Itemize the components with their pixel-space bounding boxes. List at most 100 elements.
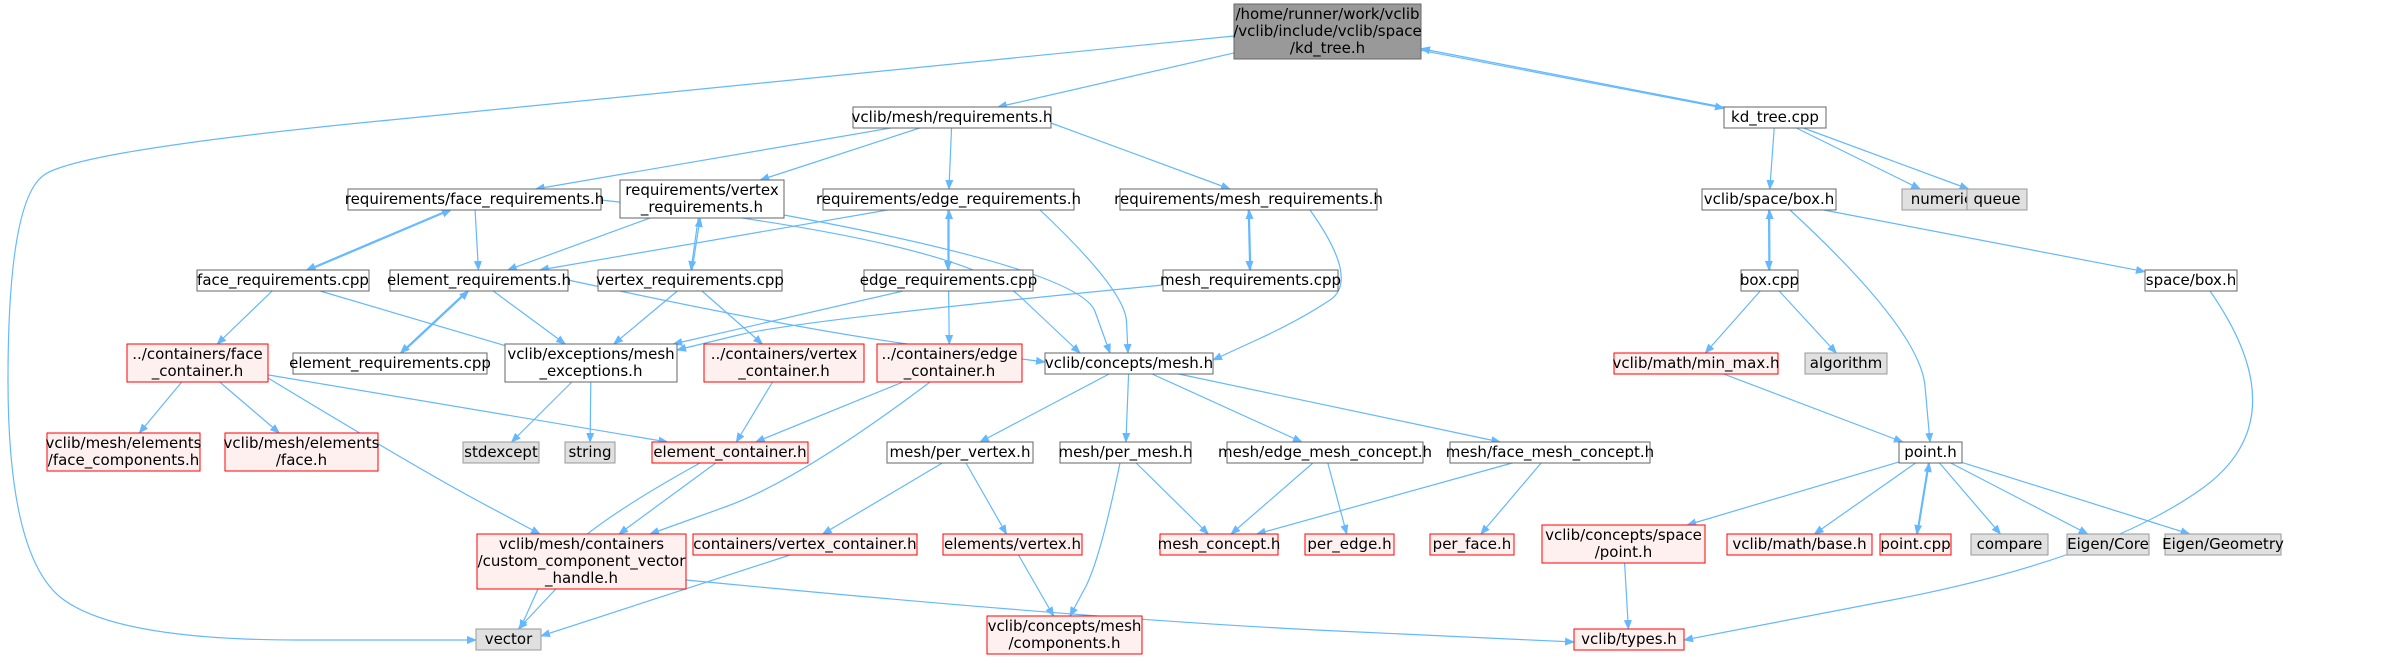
node-label-line: vclib/math/min_max.h — [1612, 354, 1779, 373]
node-element-req-h[interactable]: element_requirements.h — [387, 269, 571, 292]
node-label-line: box.cpp — [1740, 271, 1799, 289]
node-mesh-requirements-h[interactable]: vclib/mesh/requirements.h — [852, 106, 1053, 129]
node-box — [1233, 3, 1422, 60]
node-label-line: face_requirements.cpp — [197, 271, 369, 290]
node-concepts-mesh-h[interactable]: vclib/concepts/mesh.h — [1044, 352, 1214, 375]
node-edge-req-cpp[interactable]: edge_requirements.cpp — [860, 269, 1037, 292]
node-vertex-container-h[interactable]: ../containers/vertex_container.h — [703, 343, 865, 383]
node-box — [876, 343, 1023, 383]
node-box — [1449, 441, 1651, 464]
node-eigen-core[interactable]: Eigen/Core — [2066, 533, 2150, 556]
edge-space_box_h2-to-types_h — [1683, 290, 2254, 643]
node-box — [619, 179, 785, 219]
node-compare[interactable]: compare — [1970, 533, 2049, 556]
node-kd-tree-cpp[interactable]: kd_tree.cpp — [1723, 106, 1827, 129]
node-math-base-h[interactable]: vclib/math/base.h — [1726, 533, 1873, 556]
edge-element_container_h-to-custom_component_h — [618, 462, 717, 535]
node-vector[interactable]: vector — [475, 628, 542, 651]
node-mesh-concept-h[interactable]: mesh_concept.h — [1158, 533, 1281, 556]
node-label-line: /kd_tree.h — [1290, 39, 1365, 58]
node-point-cpp[interactable]: point.cpp — [1879, 533, 1952, 556]
edge-face_req_cpp-to-face_req_h — [308, 209, 452, 271]
node-queue[interactable]: queue — [1966, 188, 2028, 211]
node-types-h[interactable]: vclib/types.h — [1573, 628, 1685, 651]
node-box — [1740, 269, 1799, 292]
node-box — [692, 533, 918, 556]
node-face-mesh-concept-h[interactable]: mesh/face_mesh_concept.h — [1446, 441, 1654, 464]
node-algorithm[interactable]: algorithm — [1804, 352, 1888, 375]
node-box — [1059, 441, 1192, 464]
node-label-line: algorithm — [1810, 354, 1882, 372]
node-elements-vertex-h[interactable]: elements/vertex.h — [942, 533, 1083, 556]
node-vertex-req-h[interactable]: requirements/vertex_requirements.h — [619, 179, 785, 219]
node-label-line: _container.h — [903, 362, 995, 381]
node-label-line: mesh/edge_mesh_concept.h — [1218, 443, 1432, 462]
node-point-h[interactable]: point.h — [1898, 441, 1963, 464]
node-box — [822, 188, 1075, 211]
edge-face_mesh_concept_h-to-mesh_concept_h — [1255, 462, 1513, 536]
node-box — [2066, 533, 2150, 556]
node-label-line: vclib/types.h — [1581, 630, 1677, 648]
node-box — [1159, 533, 1279, 556]
edge-kd_tree_h-to-mesh_requirements_h — [996, 52, 1235, 109]
node-label-line: Eigen/Core — [2067, 535, 2149, 553]
node-space-box-h2[interactable]: space/box.h — [2144, 269, 2238, 292]
edge-per_vertex_h-to-containers_vertex_container_h — [821, 462, 943, 535]
edge-face_req_cpp-to-exceptions_mesh_h — [319, 290, 521, 352]
node-exceptions-mesh-h[interactable]: vclib/exceptions/mesh_exceptions.h — [504, 343, 678, 383]
node-box — [942, 533, 1083, 556]
node-label-line: compare — [1977, 535, 2043, 553]
edge-concepts_mesh_h-to-per_mesh_h — [1122, 373, 1131, 443]
edge-concepts_space_point_h-to-types_h — [1623, 562, 1632, 630]
node-box — [462, 441, 540, 464]
node-face-req-cpp[interactable]: face_requirements.cpp — [196, 269, 370, 292]
node-element-req-cpp[interactable]: element_requirements.cpp — [289, 352, 491, 375]
node-per-mesh-h[interactable]: mesh/per_mesh.h — [1058, 441, 1193, 464]
node-edge-mesh-concept-h[interactable]: mesh/edge_mesh_concept.h — [1218, 441, 1432, 464]
node-label-line: vclib/math/base.h — [1732, 535, 1866, 553]
node-box — [504, 343, 678, 383]
node-stdexcept[interactable]: stdexcept — [462, 441, 540, 464]
node-vertex-req-cpp[interactable]: vertex_requirements.cpp — [596, 269, 784, 292]
edge-kd_tree_h-to-vector — [7, 35, 1235, 644]
node-face-container-h[interactable]: ../containers/face_container.h — [126, 343, 269, 383]
node-label-line: point.cpp — [1880, 535, 1950, 553]
edge-element_req_h-to-element_req_cpp — [399, 290, 468, 354]
node-face-h[interactable]: vclib/mesh/elements/face.h — [224, 432, 380, 472]
node-label-line: vclib/mesh/requirements.h — [852, 108, 1053, 126]
edge-mesh_req_h-to-mesh_req_cpp — [1245, 209, 1254, 271]
node-custom-component-h[interactable]: vclib/mesh/containers/custom_component_v… — [476, 533, 687, 590]
node-concepts-mesh-components-h[interactable]: vclib/concepts/mesh/components.h — [986, 615, 1143, 655]
node-string[interactable]: string — [564, 441, 616, 464]
node-label-line: space/box.h — [2146, 271, 2236, 289]
edge-vertex_req_h-to-element_req_h — [506, 217, 651, 271]
node-face-req-h[interactable]: requirements/face_requirements.h — [345, 188, 605, 211]
node-box — [1898, 441, 1963, 464]
node-label-line: vclib/exceptions/mesh — [507, 345, 674, 363]
node-min-max-h[interactable]: vclib/math/min_max.h — [1612, 352, 1780, 375]
node-label-line: mesh_requirements.cpp — [1160, 271, 1341, 290]
node-mesh-req-h[interactable]: requirements/mesh_requirements.h — [1114, 188, 1383, 211]
node-box-cpp[interactable]: box.cpp — [1740, 269, 1799, 292]
node-element-container-h[interactable]: element_container.h — [651, 441, 809, 464]
node-kd-tree-h[interactable]: /home/runner/work/vclib/vclib/include/vc… — [1233, 3, 1422, 60]
node-edge-container-h[interactable]: ../containers/edge_container.h — [876, 343, 1023, 383]
node-mesh-req-cpp[interactable]: mesh_requirements.cpp — [1160, 269, 1341, 292]
node-eigen-geometry[interactable]: Eigen/Geometry — [2162, 533, 2284, 556]
edge-edge_container_h-to-custom_component_h — [649, 381, 931, 535]
node-per-face-h[interactable]: per_face.h — [1429, 533, 1515, 556]
node-box — [126, 343, 269, 383]
edge-element_req_h-to-concepts_mesh_h — [567, 279, 1046, 365]
node-space-box-h[interactable]: vclib/space/box.h — [1701, 188, 1837, 211]
node-concepts-space-point-h[interactable]: vclib/concepts/space/point.h — [1541, 524, 1706, 564]
node-box — [1970, 533, 2049, 556]
node-label-line: kd_tree.cpp — [1731, 108, 1819, 127]
node-box — [224, 432, 379, 472]
edge-edge_req_cpp-to-edge_container_h — [945, 290, 954, 345]
node-per-edge-h[interactable]: per_edge.h — [1304, 533, 1395, 556]
node-edge-req-h[interactable]: requirements/edge_requirements.h — [816, 188, 1081, 211]
node-per-vertex-h[interactable]: mesh/per_vertex.h — [886, 441, 1034, 464]
node-face-components-h[interactable]: vclib/mesh/elements/face_components.h — [46, 432, 202, 472]
node-containers-vertex-container-h[interactable]: containers/vertex_container.h — [692, 533, 918, 556]
node-label-line: _container.h — [737, 362, 829, 381]
